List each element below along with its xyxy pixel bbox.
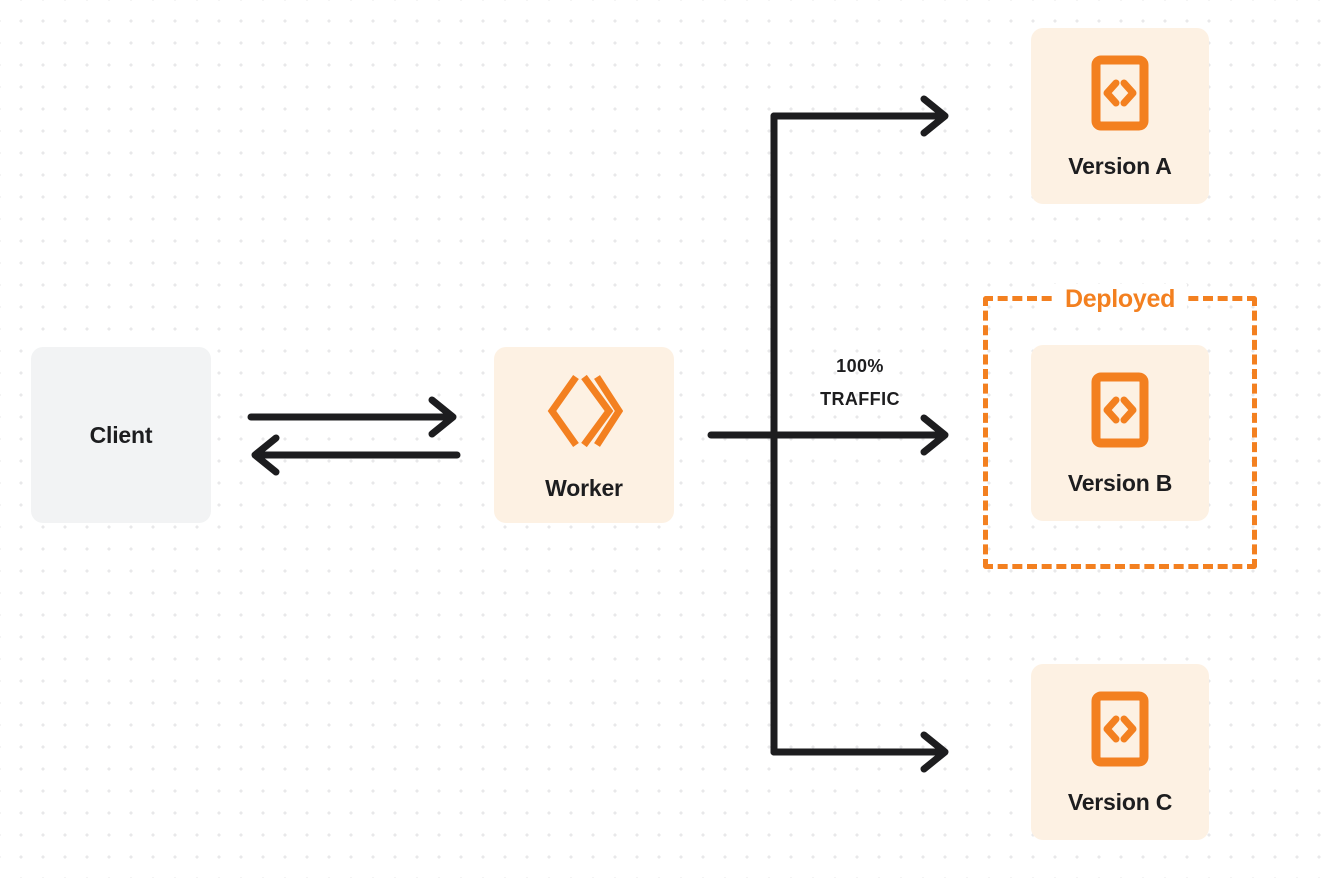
node-version-b-label: Version B	[1067, 469, 1173, 496]
node-client[interactable]: Client	[31, 347, 211, 523]
node-version-c-label: Version C	[1067, 788, 1173, 815]
code-brackets-icon	[1091, 372, 1149, 448]
traffic-percent: 100%	[836, 356, 884, 376]
node-version-a-label: Version A	[1068, 152, 1172, 179]
deployed-badge: Deployed	[1052, 284, 1188, 314]
node-worker[interactable]: Worker	[494, 347, 674, 523]
traffic-label: 100% TRAFFIC	[795, 350, 925, 417]
node-worker-label: Worker	[545, 474, 623, 501]
edge-worker-to-version-a	[770, 95, 949, 137]
edge-worker-to-version-b	[770, 414, 949, 456]
edge-worker-to-version-c	[770, 731, 949, 773]
edge-client-to-worker	[247, 396, 457, 438]
node-version-c[interactable]: Version C	[1031, 664, 1209, 840]
node-client-label: Client	[89, 421, 153, 448]
deployed-frame: Deployed	[983, 284, 1257, 569]
code-brackets-icon	[1091, 691, 1149, 767]
edge-worker-to-client	[251, 434, 461, 476]
node-version-b[interactable]: Version B	[1031, 345, 1209, 521]
code-brackets-icon	[1091, 55, 1149, 131]
traffic-word: TRAFFIC	[820, 389, 900, 410]
node-version-a[interactable]: Version A	[1031, 28, 1209, 204]
cloudflare-workers-logo-icon	[545, 371, 623, 451]
